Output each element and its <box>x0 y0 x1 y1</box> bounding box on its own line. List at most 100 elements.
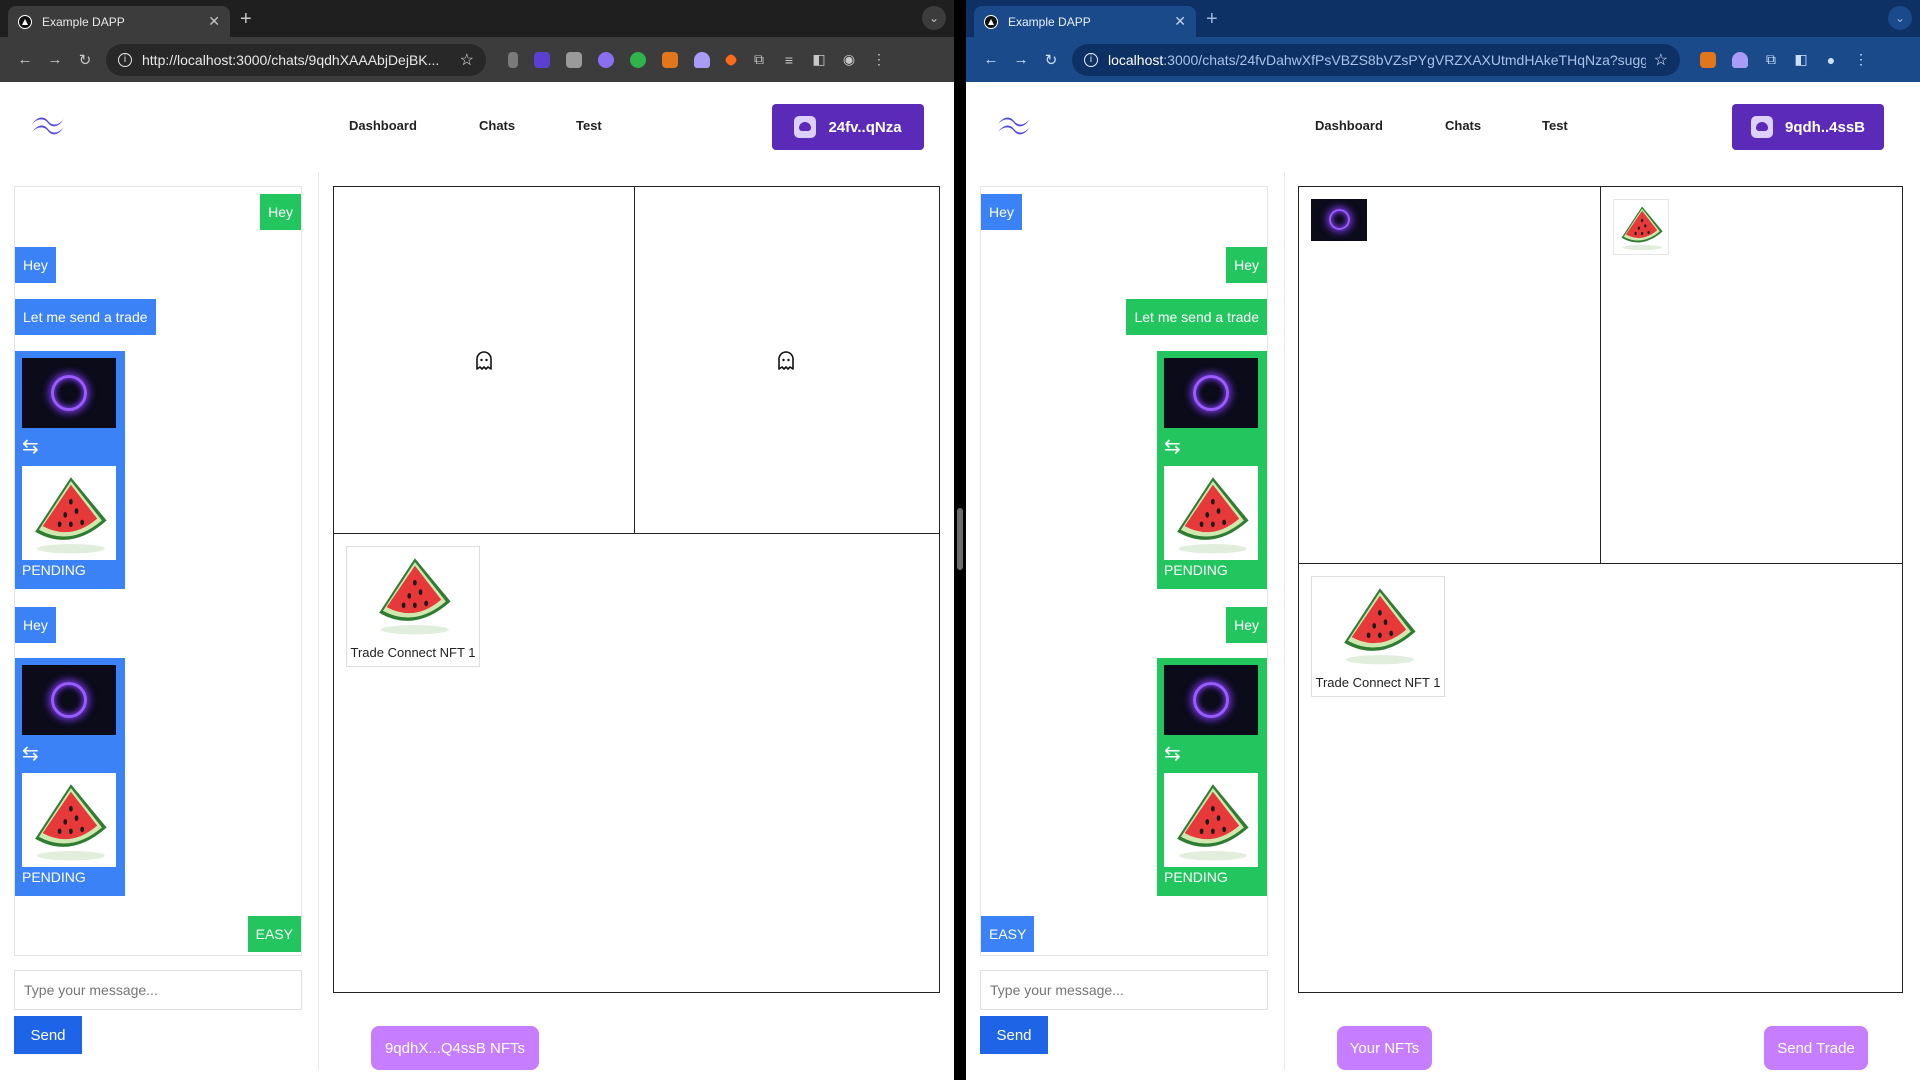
message-received: EASY <box>981 916 1035 952</box>
address-bar[interactable]: i http://localhost:3000/chats/9qdhXAAAbj… <box>106 43 486 76</box>
swap-arrows-icon: ⇆ <box>22 743 39 765</box>
wallet-icon <box>1750 116 1773 138</box>
trade-offer-card[interactable]: ⇆ PENDING <box>1157 658 1267 896</box>
tailwind-logo-icon[interactable] <box>30 114 66 136</box>
trade-offer-card[interactable]: ⇆ PENDING <box>15 351 125 589</box>
column-divider <box>1284 172 1285 1070</box>
nft-card[interactable]: Trade Connect NFT 1 <box>1311 576 1445 697</box>
phantom-icon[interactable] <box>694 51 710 68</box>
extensions-puzzle-icon[interactable]: ⧉ <box>754 51 764 67</box>
close-tab-icon[interactable]: ✕ <box>1174 13 1186 29</box>
forward-icon[interactable]: → <box>1013 51 1029 68</box>
bookmark-star-icon[interactable]: ☆ <box>1653 51 1668 69</box>
trade-status: PENDING <box>1164 869 1228 885</box>
tailwind-logo-icon[interactable] <box>996 114 1032 136</box>
portal-ring <box>1193 375 1229 411</box>
back-icon[interactable]: ← <box>983 51 999 68</box>
browser-toolbar: ← → ↻ i http://localhost:3000/chats/9qdh… <box>0 37 954 82</box>
browser-tab[interactable]: Example DAPP ✕ <box>8 6 230 37</box>
wallet-button[interactable]: 9qdh..4ssB <box>1732 104 1884 150</box>
close-tab-icon[interactable]: ✕ <box>208 13 220 29</box>
menu-kebab-icon[interactable]: ⋮ <box>1854 51 1868 67</box>
metamask-icon[interactable] <box>1700 51 1716 68</box>
nav-chats[interactable]: Chats <box>479 118 516 133</box>
back-icon[interactable]: ← <box>17 51 33 68</box>
nft-inventory-panel: Trade Connect NFT 1 <box>333 533 940 993</box>
trade-slot-theirs[interactable] <box>1600 186 1903 564</box>
trade-slot-mine[interactable] <box>333 186 635 534</box>
tab-title: Example DAPP <box>42 14 125 29</box>
reload-icon[interactable]: ↻ <box>78 51 92 69</box>
nav-dashboard[interactable]: Dashboard <box>1315 118 1383 133</box>
reload-icon[interactable]: ↻ <box>1044 51 1058 69</box>
chat-messages-panel[interactable]: Hey Hey Let me send a trade ⇆ PENDING He… <box>980 186 1268 956</box>
portal-ring <box>1329 209 1350 230</box>
selected-nft-watermelon[interactable] <box>1613 199 1669 255</box>
dapp-page: Dashboard Chats Test 9qdh..4ssB Hey Hey … <box>966 82 1920 1080</box>
profile-avatar-icon[interactable]: ● <box>1826 51 1836 68</box>
extension-icon[interactable] <box>566 51 582 68</box>
portal-ring <box>1193 682 1229 718</box>
site-info-icon[interactable]: i <box>1084 52 1098 67</box>
extension-icon[interactable] <box>630 51 646 68</box>
trade-offer-card[interactable]: ⇆ PENDING <box>1157 351 1267 589</box>
nav-test[interactable]: Test <box>1542 118 1568 133</box>
portal-ring <box>51 375 87 411</box>
trade-slot-theirs[interactable] <box>634 186 940 534</box>
nav-test[interactable]: Test <box>576 118 602 133</box>
wallet-icon <box>794 116 817 138</box>
resize-grip[interactable] <box>957 508 963 570</box>
site-info-icon[interactable]: i <box>118 52 132 67</box>
menu-kebab-icon[interactable]: ⋮ <box>872 51 886 67</box>
extension-icon[interactable] <box>723 52 739 67</box>
swap-arrows-icon: ⇆ <box>22 436 39 458</box>
trade-slot-mine[interactable] <box>1298 186 1601 564</box>
address-bar[interactable]: i localhost:3000/chats/24fvDahwXfPsVBZS8… <box>1072 43 1680 76</box>
tab-search-icon[interactable]: ⌄ <box>1888 6 1912 30</box>
send-button[interactable]: Send <box>980 1016 1048 1054</box>
browser-tab[interactable]: Example DAPP ✕ <box>974 6 1196 37</box>
counterparty-nfts-button[interactable]: 9qdhX...Q4ssB NFTs <box>371 1026 539 1070</box>
send-trade-button[interactable]: Send Trade <box>1764 1026 1868 1070</box>
app-favicon-icon <box>18 14 32 29</box>
reading-list-icon[interactable]: ≡ <box>784 51 794 68</box>
new-tab-icon[interactable]: + <box>1206 8 1218 30</box>
nft-image-watermelon <box>22 466 116 560</box>
tab-search-icon[interactable]: ⌄ <box>922 6 946 30</box>
message-received: Hey <box>15 247 56 283</box>
profile-avatar-icon[interactable]: ◉ <box>842 51 856 67</box>
wallet-button[interactable]: 24fv..qNza <box>772 104 924 150</box>
message-input[interactable] <box>14 970 302 1010</box>
nav-chats[interactable]: Chats <box>1445 118 1482 133</box>
selected-nft-portal[interactable] <box>1311 199 1367 241</box>
extension-icon[interactable] <box>534 51 550 68</box>
your-nfts-button[interactable]: Your NFTs <box>1337 1026 1432 1070</box>
trade-offer-card[interactable]: ⇆ PENDING <box>15 658 125 896</box>
extension-icon[interactable] <box>508 51 518 68</box>
chat-messages-panel[interactable]: Hey Hey Let me send a trade ⇆ PENDING He… <box>14 186 302 956</box>
window-divider[interactable] <box>954 0 966 1080</box>
message-received: Hey <box>981 194 1022 230</box>
side-panel-icon[interactable]: ◧ <box>1794 51 1808 67</box>
extension-icon[interactable] <box>598 51 614 68</box>
new-tab-icon[interactable]: + <box>240 8 252 30</box>
send-button[interactable]: Send <box>14 1016 82 1054</box>
nft-image-watermelon <box>347 547 479 641</box>
nft-inventory-panel: Trade Connect NFT 1 <box>1298 563 1903 993</box>
message-input[interactable] <box>980 970 1268 1010</box>
app-favicon-icon <box>984 14 998 29</box>
bookmark-star-icon[interactable]: ☆ <box>459 51 474 69</box>
extensions-puzzle-icon[interactable]: ⧉ <box>1766 51 1776 67</box>
dapp-page: Dashboard Chats Test 24fv..qNza Hey Hey … <box>0 82 954 1080</box>
ghost-icon <box>777 351 795 370</box>
side-panel-icon[interactable]: ◧ <box>812 51 826 67</box>
nft-image-watermelon <box>1164 466 1258 560</box>
message-sent: Hey <box>1226 607 1267 643</box>
nft-card[interactable]: Trade Connect NFT 1 <box>346 546 480 667</box>
ghost-icon <box>475 351 493 370</box>
nav-dashboard[interactable]: Dashboard <box>349 118 417 133</box>
phantom-icon[interactable] <box>1732 51 1748 68</box>
trade-status: PENDING <box>1164 562 1228 578</box>
metamask-icon[interactable] <box>662 51 678 68</box>
forward-icon[interactable]: → <box>47 51 63 68</box>
